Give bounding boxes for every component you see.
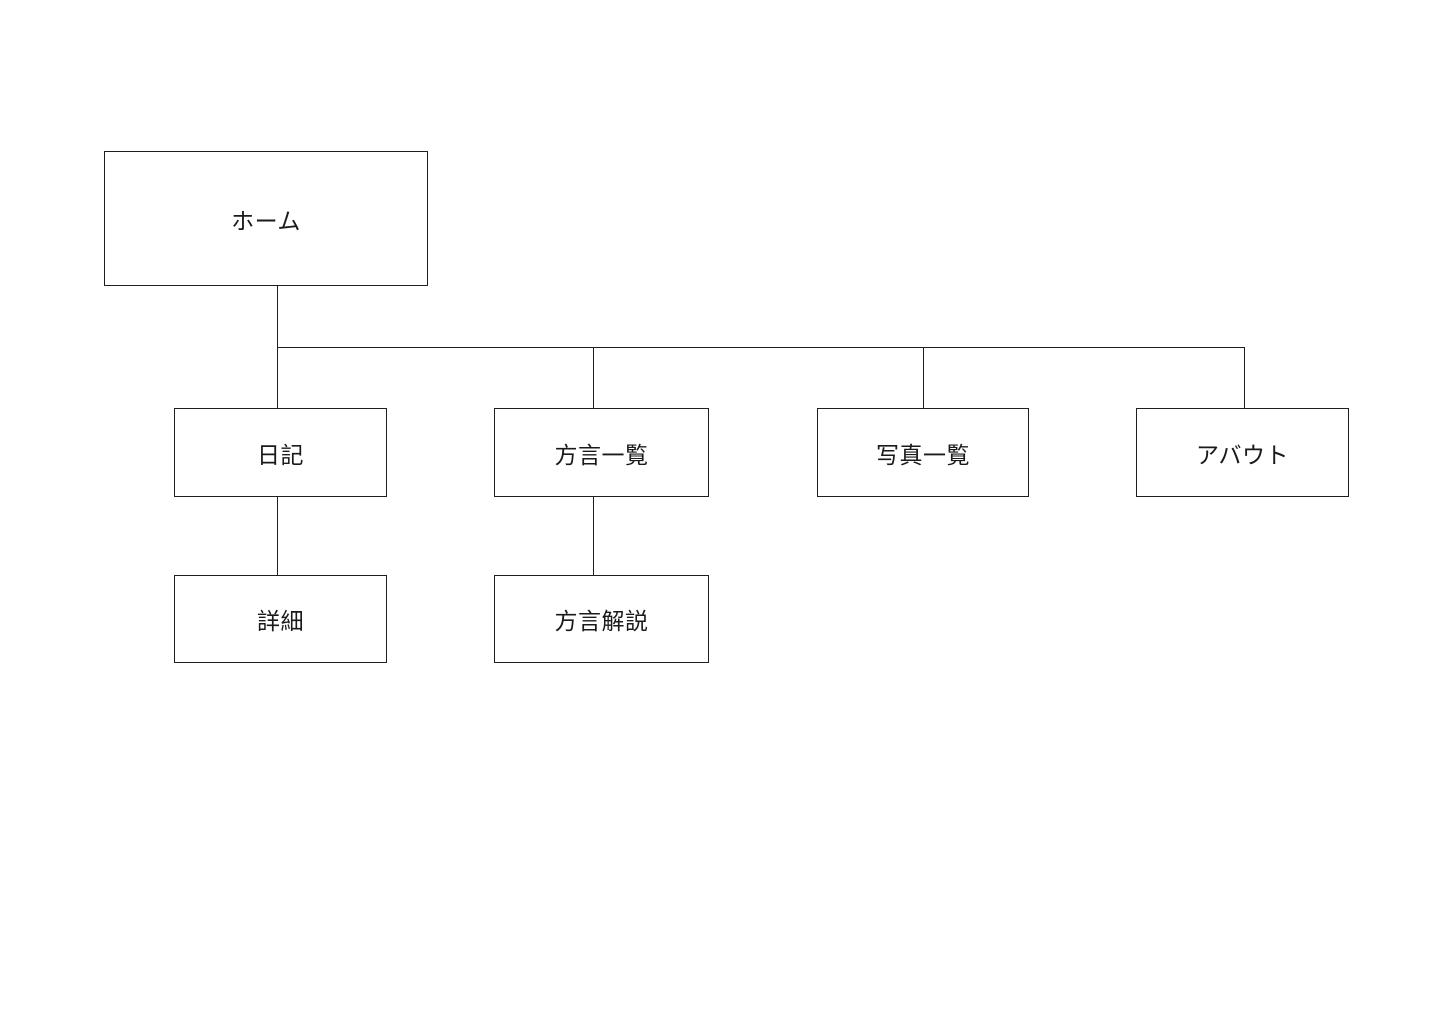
node-diary: 日記 — [174, 408, 387, 497]
node-dialect-list: 方言一覧 — [494, 408, 709, 497]
node-photo-list-label: 写真一覧 — [876, 441, 970, 468]
node-dialect-list-label: 方言一覧 — [554, 441, 649, 468]
node-detail-label: 詳細 — [257, 608, 304, 634]
node-home: ホーム — [104, 151, 428, 286]
node-dialect-explanation-label: 方言解説 — [554, 608, 649, 634]
node-about: アバウト — [1136, 408, 1349, 497]
node-diary-label: 日記 — [257, 441, 304, 468]
node-photo-list: 写真一覧 — [817, 408, 1029, 497]
node-home-label: ホーム — [231, 207, 301, 234]
node-dialect-explanation: 方言解説 — [494, 575, 709, 663]
node-detail: 詳細 — [174, 575, 387, 663]
node-about-label: アバウト — [1195, 441, 1290, 468]
